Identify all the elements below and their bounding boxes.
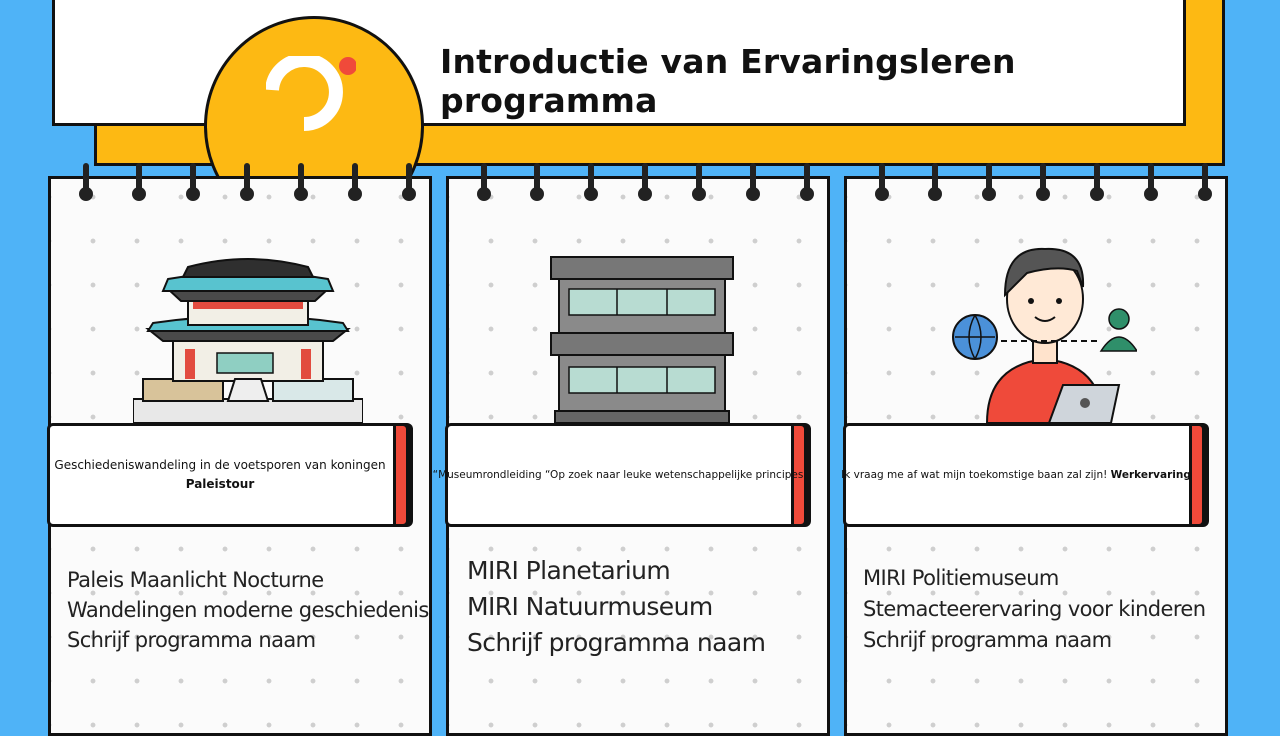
label-title: Werkervaring — [1110, 468, 1191, 481]
card-label-palace: Geschiedeniswandeling in de voetsporen v… — [47, 423, 409, 527]
card-label-text: Ik vraag me af wat mijn toekomstige baan… — [841, 426, 1191, 524]
card-label-work: Ik vraag me af wat mijn toekomstige baan… — [841, 423, 1205, 527]
label-subtitle: Geschiedeniswandeling in de voetsporen v… — [54, 458, 386, 473]
card-label-text: “Museumrondleiding “Op zoek naar leuke w… — [433, 426, 804, 524]
label-red-tab — [393, 423, 409, 527]
museum-building-icon — [550, 256, 734, 423]
label-red-tab — [1189, 423, 1205, 527]
program-card-work: Ik vraag me af wat mijn toekomstige baan… — [841, 163, 1228, 736]
list-item: Paleis Maanlicht Nocturne — [67, 568, 324, 592]
spiral-binding — [449, 163, 827, 203]
spiral-binding — [51, 163, 429, 203]
card-label-museum: “Museumrondleiding “Op zoek naar leuke w… — [433, 423, 807, 527]
brand-logo-icon — [266, 56, 356, 131]
label-subtitle: “Museumrondleiding “Op zoek naar leuke w… — [432, 468, 804, 481]
list-item: MIRI Natuurmuseum — [467, 592, 713, 621]
program-card-palace: Geschiedeniswandeling in de voetsporen v… — [47, 163, 432, 736]
list-item: Schrijf programma naam — [863, 628, 1112, 652]
list-item: MIRI Planetarium — [467, 556, 671, 585]
card-label-text: Geschiedeniswandeling in de voetsporen v… — [50, 426, 390, 524]
program-list-palace: Paleis Maanlicht Nocturne Wandelingen mo… — [67, 565, 429, 655]
list-item: Stemacteerervaring voor kinderen — [863, 597, 1206, 621]
label-subtitle: Ik vraag me af wat mijn toekomstige baan… — [841, 468, 1108, 481]
list-item: Schrijf programma naam — [467, 628, 766, 657]
header-dome-top — [200, 0, 432, 128]
program-list-museum: MIRI Planetarium MIRI Natuurmuseum Schri… — [467, 553, 766, 661]
palace-illustration-icon — [133, 258, 363, 424]
worker-illustration-icon — [952, 247, 1137, 424]
list-item: Wandelingen moderne geschiedenis — [67, 598, 429, 622]
spiral-binding — [847, 163, 1225, 203]
program-card-museum: “Museumrondleiding “Op zoek naar leuke w… — [433, 163, 830, 736]
program-list-work: MIRI Politiemuseum Stemacteerervaring vo… — [863, 563, 1206, 656]
list-item: MIRI Politiemuseum — [863, 566, 1059, 590]
label-title: Paleistour — [185, 477, 255, 491]
page-title: Introductie van Ervaringsleren programma — [440, 42, 1016, 120]
list-item: Schrijf programma naam — [67, 628, 316, 652]
label-red-tab — [791, 423, 807, 527]
